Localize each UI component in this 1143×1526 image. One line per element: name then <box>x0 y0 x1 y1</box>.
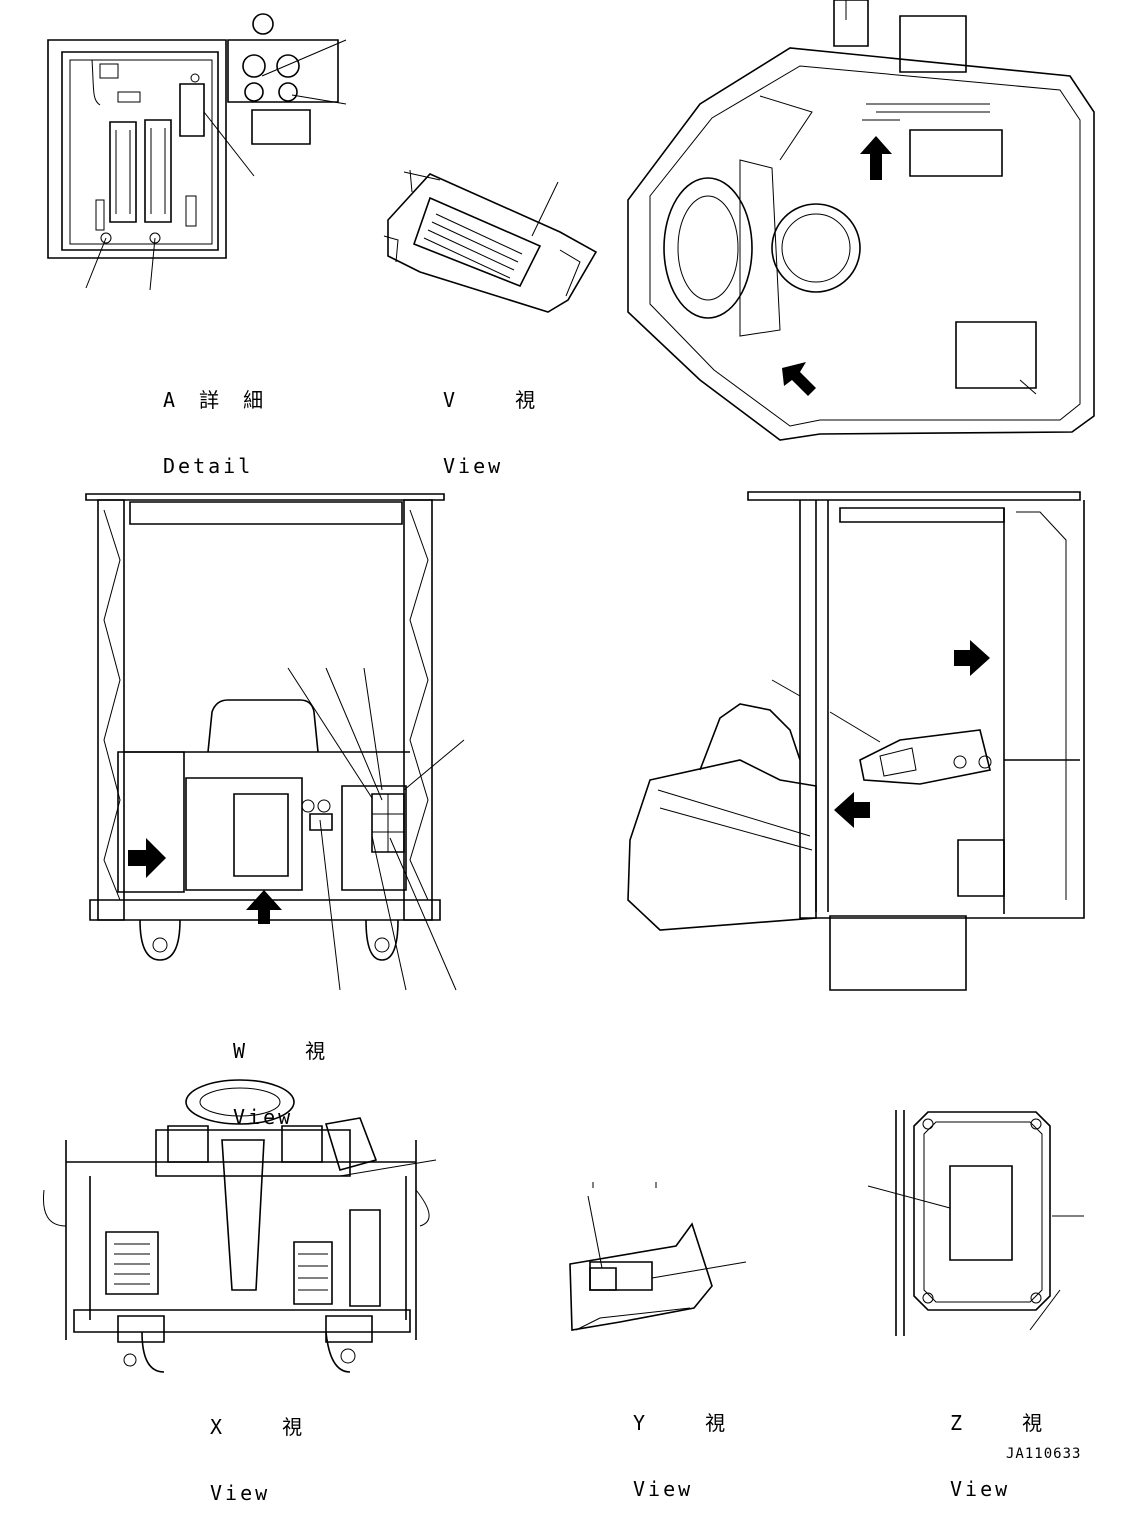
label-view-w-jp: W 視 <box>233 1039 332 1063</box>
detail-a-drawing <box>48 14 346 290</box>
view-direction-arrow-icon <box>782 362 816 396</box>
label-view-v-jp: V 視 <box>443 388 542 412</box>
parts-diagram-canvas <box>0 0 1143 1491</box>
label-view-y: Y 視 View <box>633 1368 731 1522</box>
view-direction-arrow-icon <box>128 838 166 878</box>
view-y-drawing <box>570 1182 746 1330</box>
label-detail-a-en: Detail <box>163 454 254 478</box>
label-view-z-jp: Z 視 <box>950 1411 1049 1435</box>
view-w-drawing <box>86 494 464 990</box>
view-direction-arrow-icon <box>246 890 282 924</box>
view-direction-arrow-icon <box>834 792 870 828</box>
label-detail-a-jp: A 詳 細 <box>163 388 270 412</box>
label-view-x-jp: X 視 <box>210 1415 309 1439</box>
label-view-z-en: View <box>950 1477 1011 1501</box>
label-view-w-en: View <box>233 1105 294 1129</box>
view-x-drawing <box>43 1080 436 1372</box>
label-view-v-en: View <box>443 454 504 478</box>
label-view-w: W 視 View <box>233 996 331 1150</box>
drawing-number: JA110633 <box>1006 1446 1082 1462</box>
label-view-x-en: View <box>210 1481 271 1505</box>
cab-side-view-drawing <box>628 492 1084 990</box>
label-view-y-en: View <box>633 1477 694 1501</box>
view-v-drawing <box>384 170 596 312</box>
view-direction-arrow-icon <box>954 640 990 676</box>
view-direction-arrow-icon <box>860 136 892 180</box>
view-z-drawing <box>868 1110 1084 1336</box>
label-detail-a: A 詳 細 Detail <box>163 345 269 499</box>
label-view-y-jp: Y 視 <box>633 1411 732 1435</box>
cab-plan-view-drawing <box>628 0 1094 440</box>
label-view-v: V 視 View <box>443 345 541 499</box>
label-view-z: Z 視 View <box>950 1368 1048 1522</box>
label-view-x: X 視 View <box>210 1372 308 1526</box>
